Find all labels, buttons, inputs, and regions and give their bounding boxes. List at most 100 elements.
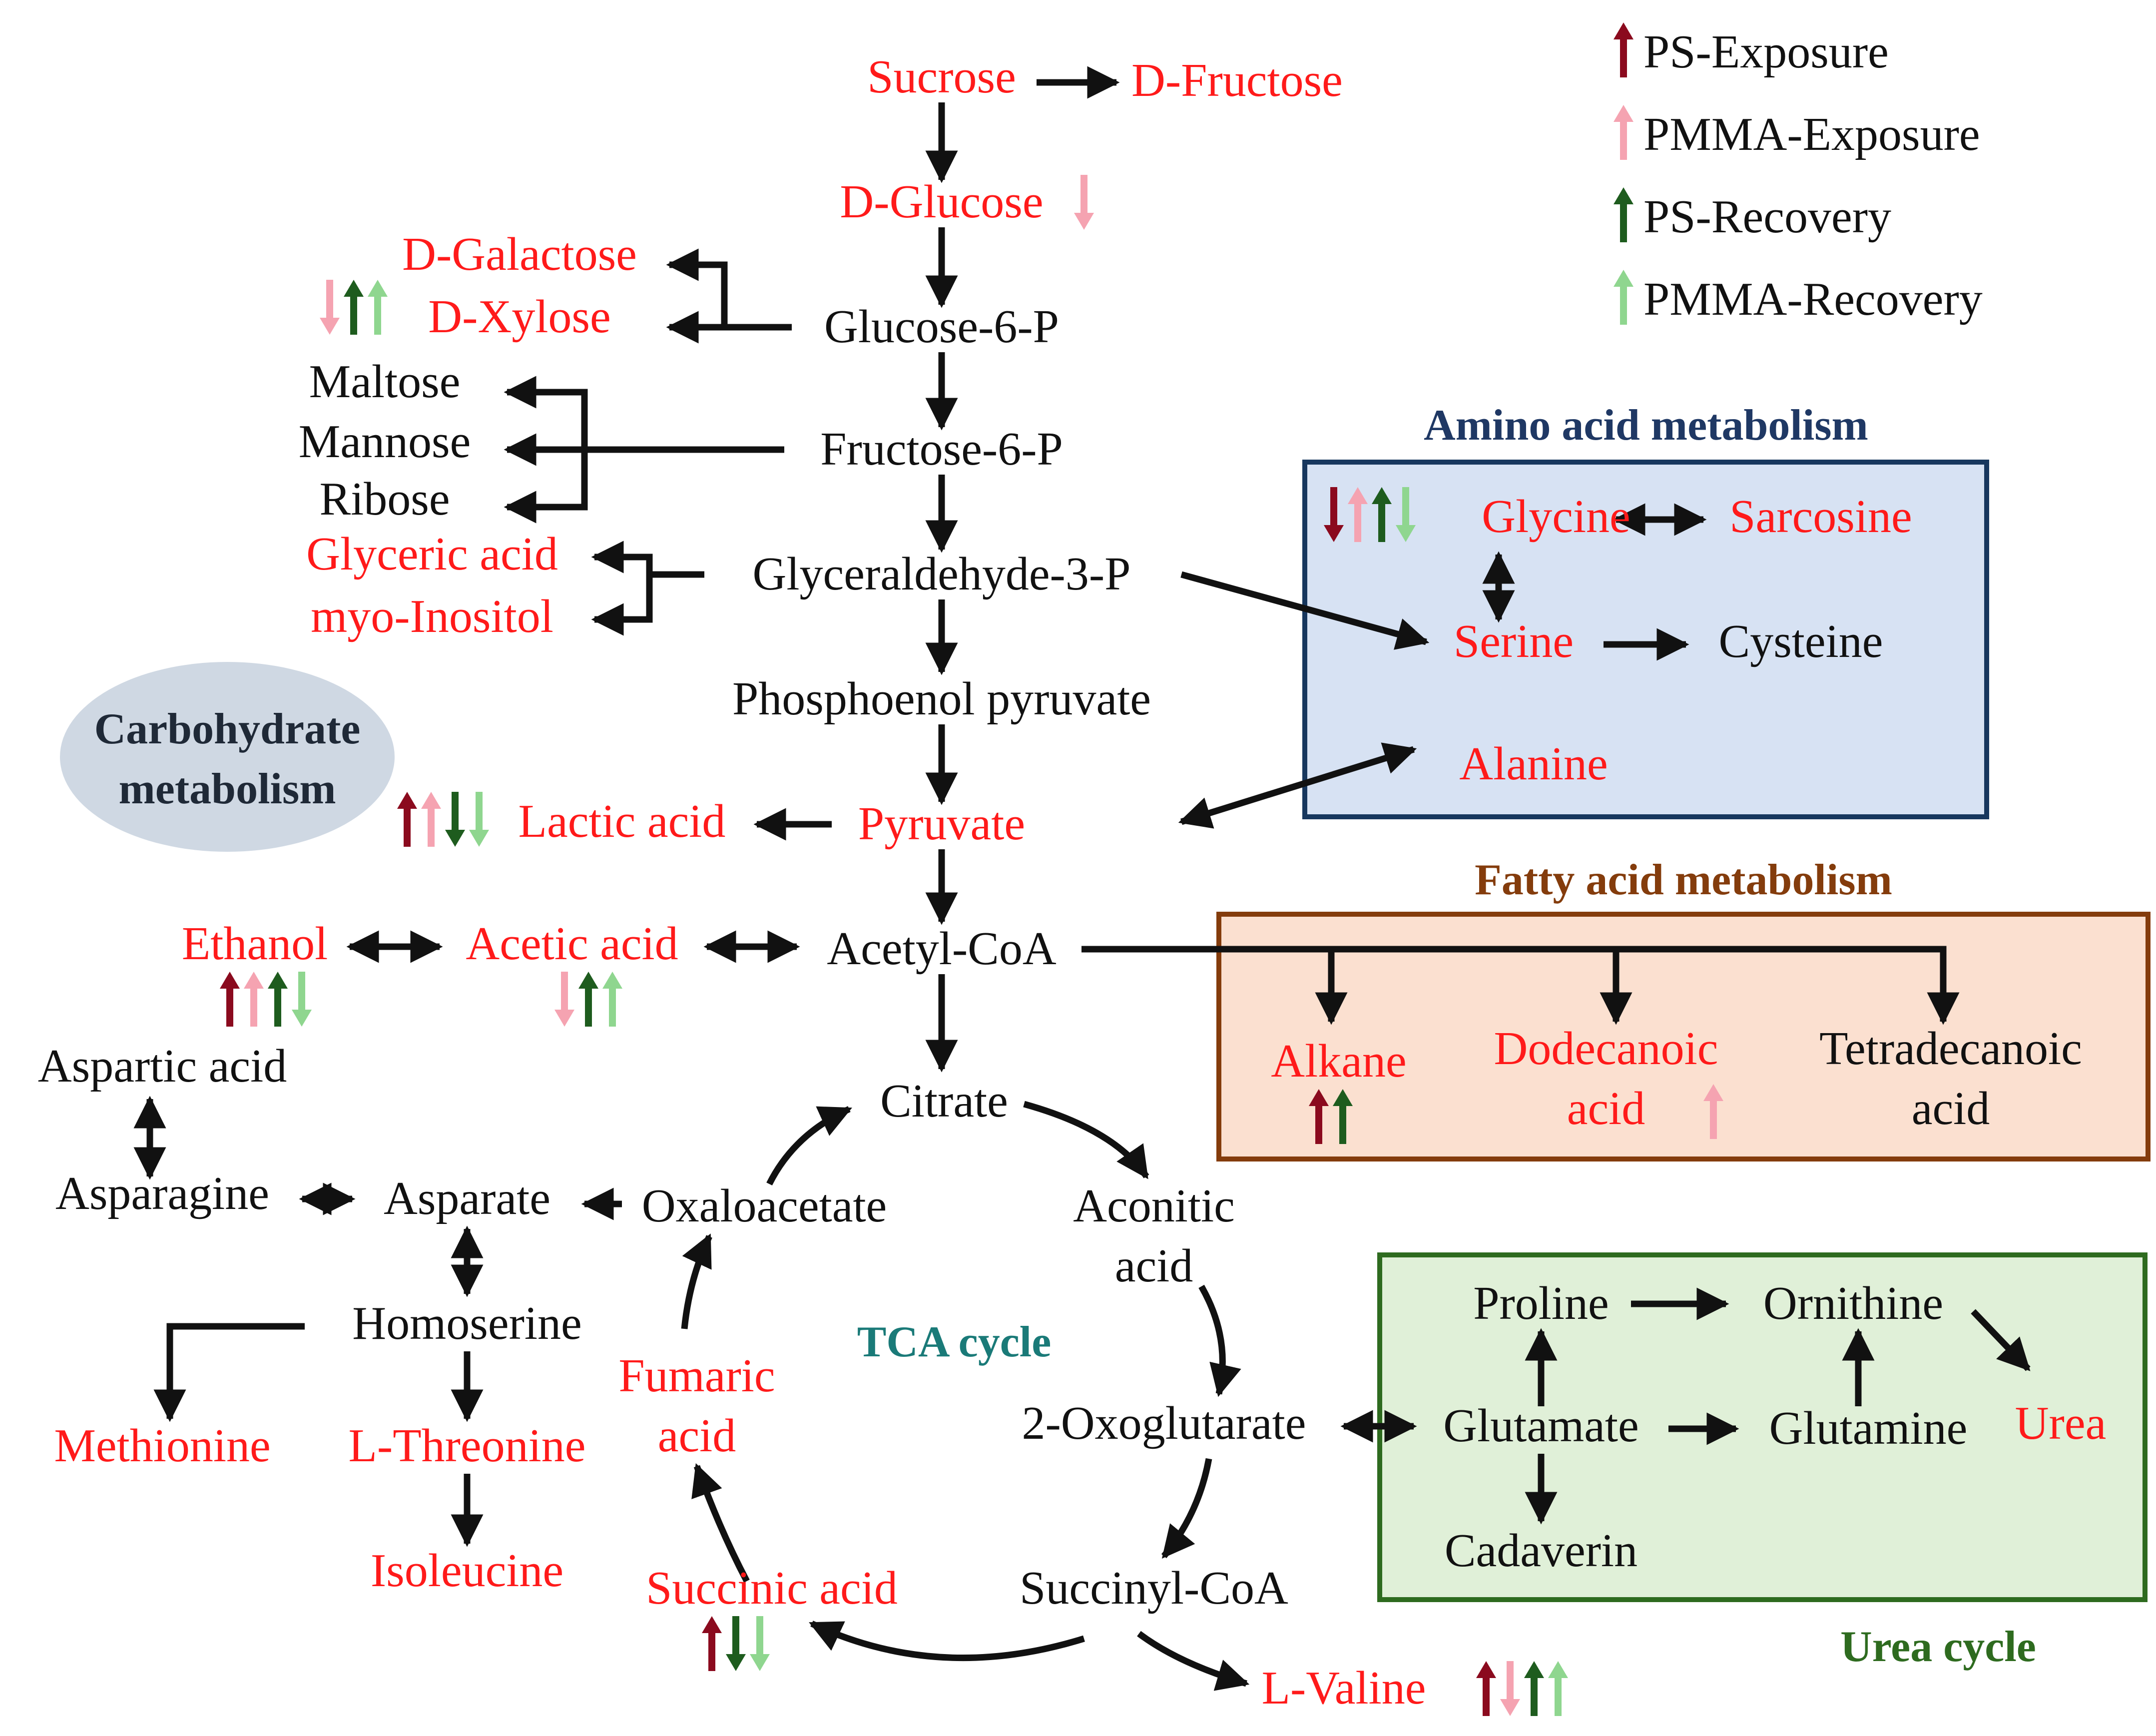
arrow-ga3p-inositol [591,575,653,636]
legend-pmma-exposure-arrow-icon [1614,105,1633,160]
arrow-f6p-ribose [504,450,588,524]
urea-cycle-title: Urea cycle [1840,1623,2036,1671]
carbohydrate-title: metabolism [118,765,336,813]
arrow-oxoglutarate-succinylcoa [1161,1458,1212,1559]
indicator-alkane-ps-recovery-up-icon [1333,1089,1353,1144]
arrow-oxaloacetate-citrate [766,1106,852,1185]
metabolite-oxoglutarate: 2-Oxoglutarate [1022,1397,1306,1449]
arrow-pyruvate-alanine [1178,742,1417,829]
indicator-alkane-ps-exposure-up-icon [1309,1089,1329,1144]
arrow-ga3p-glyceric [591,541,704,578]
indicator-dodecanoic-acid-pmma-exposure-up-icon [1703,1084,1723,1139]
amino-acid-title: Amino acid metabolism [1424,401,1868,450]
metabolite-sucrose: Sucrose [867,51,1016,103]
change-indicators [220,22,1723,1716]
metabolite-glucose-6-p: Glucose-6-P [824,301,1059,353]
metabolite-d-glucose: D-Glucose [840,176,1043,228]
legend-label-ps-recovery: PS-Recovery [1643,191,1891,243]
arrow-f6p-maltose [504,376,588,450]
indicator-acetic-acid-pmma-exposure-down-icon [554,972,574,1027]
metabolite-d-fructose: D-Fructose [1131,54,1343,106]
indicator-acetic-acid-ps-recovery-up-icon [578,972,598,1027]
metabolite-glutamate: Glutamate [1443,1400,1639,1452]
metabolite-proline: Proline [1473,1277,1609,1329]
metabolite-glyceraldehyde-3-p: Glyceraldehyde-3-P [753,548,1131,600]
arrow-succinylcoa-succinic [809,1621,1085,1662]
indicator-l-valine-pmma-exposure-down-icon [1500,1661,1520,1716]
indicator-ethanol-ps-exposure-up-icon [220,972,240,1027]
metabolite-methionine: Methionine [54,1420,270,1472]
metabolite-l-valine: L-Valine [1262,1662,1426,1714]
metabolite-citrate: Citrate [880,1075,1008,1127]
carbohydrate-ellipse [60,662,395,852]
metabolite-succinic-acid: Succinic acid [646,1562,898,1614]
metabolite-acetic-acid: Acetic acid [466,918,678,970]
metabolite-alkane: Alkane [1271,1035,1406,1087]
metabolite-d-galactose: D-Galactose [402,228,637,280]
metabolite-asparagine: Asparagine [55,1167,269,1219]
indicator-l-valine-pmma-recovery-up-icon [1548,1661,1568,1716]
metabolite-labels: Sucrose D-FructoseD-GlucoseD-GalactoseD-X… [38,51,2107,1714]
metabolite-glutamine: Glutamine [1769,1402,1968,1454]
indicator-ethanol-ps-recovery-up-icon [268,972,288,1027]
arrow-acetylcoa-tetradecanoic [1081,946,1960,1025]
metabolite-maltose: Maltose [309,356,461,408]
legend: PS-ExposurePMMA-ExposurePS-RecoveryPMMA-… [1643,26,1983,325]
metabolite-oxaloacetate: Oxaloacetate [642,1180,887,1232]
arrow-fumaric-oxaloacetate [681,1233,712,1329]
indicator-l-valine-ps-recovery-up-icon [1524,1661,1544,1716]
legend-ps-exposure-arrow-icon [1614,22,1633,77]
indicator-ethanol-pmma-recovery-down-icon [292,972,312,1027]
tca-cycle-title: TCA cycle [857,1318,1052,1366]
metabolite-ornithine: Ornithine [1763,1277,1943,1329]
fatty-acid-box [1216,912,2151,1161]
metabolite-l-threonine: L-Threonine [348,1420,585,1472]
indicator-glycine-pmma-recovery-down-icon [1396,487,1416,542]
arrow-citrate-aconitic [1023,1101,1149,1179]
metabolite-succinyl-coa: Succinyl-CoA [1020,1562,1288,1614]
arrow-succinylcoa-valine [1137,1631,1250,1691]
arrow-ornithine-urea [1971,1309,2031,1371]
metabolite-ribose: Ribose [319,473,450,525]
metabolite-acetyl-coa: Acetyl-CoA [827,923,1057,975]
metabolite-mannose: Mannose [299,416,471,468]
arrow-ga3p-serine [1180,571,1430,650]
metabolite-asparate: Asparate [384,1172,550,1224]
legend-label-pmma-exposure: PMMA-Exposure [1643,108,1980,160]
arrow-succinic-fumaric [691,1463,750,1583]
indicator-acetic-acid-pmma-recovery-up-icon [602,972,622,1027]
carbohydrate-title: Carbohydrate [94,705,361,753]
metabolite-alanine: Alanine [1459,738,1608,790]
fatty-acid-title: Fatty acid metabolism [1475,856,1892,904]
indicator-ethanol-pmma-exposure-up-icon [244,972,264,1027]
indicator-glycine-ps-recovery-up-icon [1372,487,1392,542]
indicator-glycine-pmma-exposure-up-icon [1348,487,1368,542]
legend-ps-recovery-arrow-icon [1614,187,1633,242]
metabolite-sarcosine: Sarcosine [1729,491,1912,543]
indicator-succinic-acid-pmma-recovery-down-icon [750,1616,770,1671]
indicator-lactic-acid-ps-exposure-up-icon [397,792,417,847]
indicator-glycine-ps-exposure-down-icon [1324,487,1344,542]
metabolite-pyruvate: Pyruvate [858,798,1025,850]
metabolite-phosphoenol-pyruvate: Phosphoenol pyruvate [732,673,1151,725]
indicator-l-valine-ps-exposure-up-icon [1476,1661,1496,1716]
legend-label-ps-exposure: PS-Exposure [1643,26,1889,78]
metabolite-aspartic-acid: Aspartic acid [38,1040,287,1092]
metabolite-homoserine: Homoserine [352,1297,581,1349]
indicator-succinic-acid-ps-recovery-down-icon [726,1616,746,1671]
pathway-connectors [133,66,2031,1691]
metabolite-ethanol: Ethanol [182,918,328,970]
metabolite-d-xylose: D-Xylose [428,291,611,343]
section-titles: Carbohydrate metabolism Amino acid metabol… [94,401,2036,1671]
metabolite-glyceric-acid: Glyceric acid [306,528,558,580]
metabolite-fructose-6-p: Fructose-6-P [820,423,1063,475]
indicator-d-xylose-pmma-exposure-down-icon [320,280,340,335]
metabolite-lactic-acid: Lactic acid [519,795,726,847]
arrow-g6p-galactose [666,248,792,331]
legend-label-pmma-recovery: PMMA-Recovery [1643,273,1983,325]
